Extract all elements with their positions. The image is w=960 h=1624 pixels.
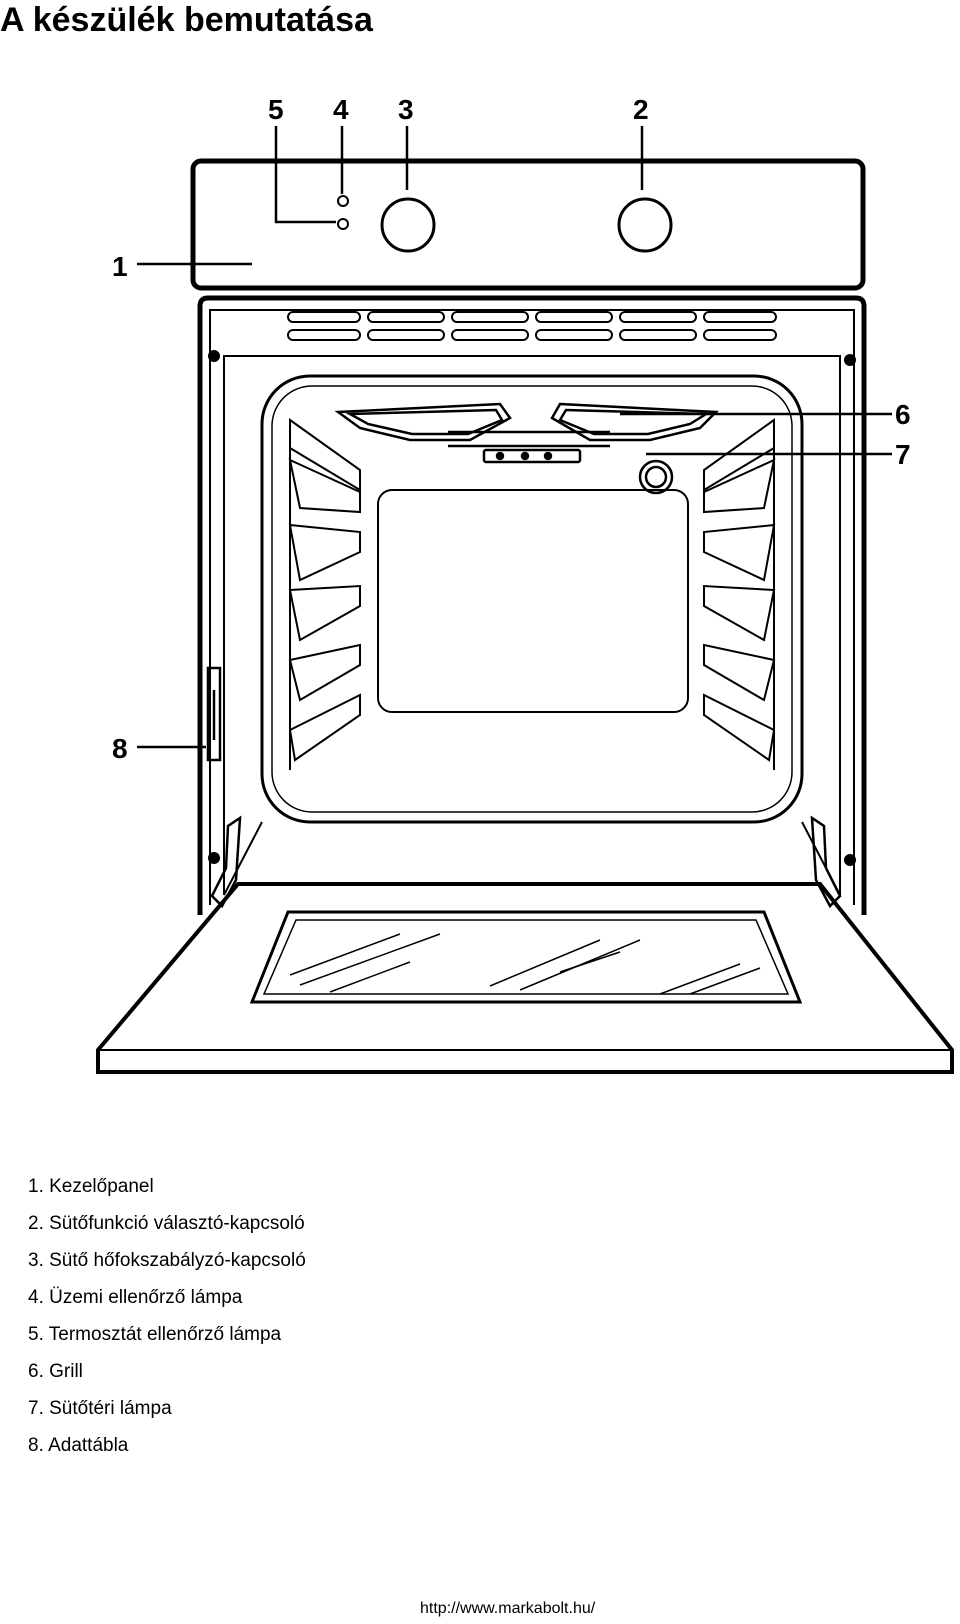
door-glass-reflections [289, 933, 761, 995]
rating-plate [206, 666, 222, 762]
oven-drawing: 1 2 3 4 5 6 7 8 [96, 94, 954, 1074]
callout-8: 8 [112, 733, 128, 764]
oven-diagram: 1 2 3 4 5 6 7 8 [0, 80, 960, 1090]
legend-item: 6. Grill [28, 1361, 83, 1382]
control-panel [190, 158, 866, 291]
rear-panel [377, 489, 689, 713]
operation-indicator-lamp [337, 195, 349, 207]
legend-item: 2. Sütőfunkció választó-kapcsoló [28, 1213, 305, 1234]
callout-7: 7 [895, 439, 911, 470]
oven-lamp [638, 459, 674, 495]
callout-6: 6 [895, 399, 911, 430]
parts-legend: 1. Kezelőpanel 2. Sütőfunkció választó-k… [28, 1168, 306, 1464]
callout-2: 2 [633, 94, 649, 125]
temperature-knob [380, 197, 436, 253]
right-shelf-supports [703, 418, 776, 770]
callout-4: 4 [333, 94, 349, 125]
callout-5: 5 [268, 94, 284, 125]
footer-url: http://www.markabolt.hu/ [420, 1600, 596, 1617]
legend-item: 7. Sütőtéri lámpa [28, 1398, 172, 1419]
page-title: A készülék bemutatása [0, 1, 373, 39]
legend-item: 3. Sütő hőfokszabályzó-kapcsoló [28, 1250, 306, 1271]
legend-item: 4. Üzemi ellenőrző lámpa [28, 1287, 243, 1308]
function-knob [617, 197, 673, 253]
door-hinges [210, 815, 842, 909]
legend-item: 5. Termosztát ellenőrző lámpa [28, 1324, 282, 1345]
legend-item: 1. Kezelőpanel [28, 1176, 154, 1197]
left-shelf-supports [288, 418, 361, 770]
oven-door [96, 882, 954, 1074]
oven-cavity [223, 374, 841, 896]
thermostat-indicator-lamp [337, 218, 349, 230]
oven-body [197, 295, 867, 915]
legend-item: 8. Adattábla [28, 1435, 129, 1456]
callout-3: 3 [398, 94, 414, 125]
callout-1: 1 [112, 251, 128, 282]
callout-leaders [137, 126, 892, 749]
